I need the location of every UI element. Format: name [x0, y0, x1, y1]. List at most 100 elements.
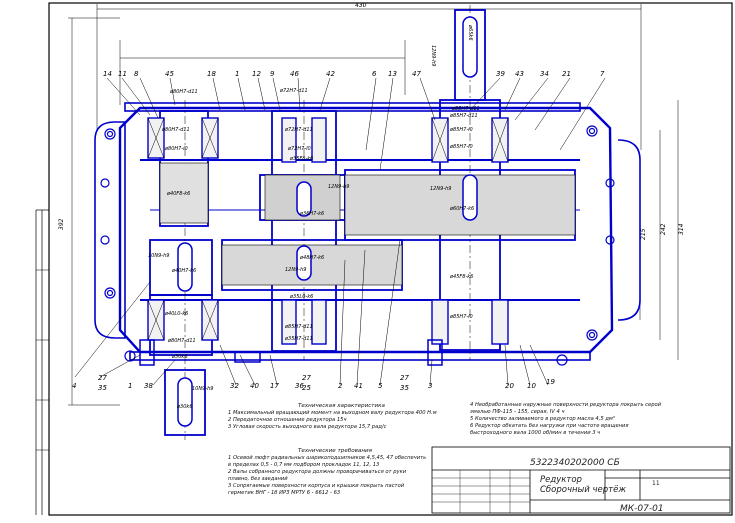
sheet-frame: [48, 2, 733, 516]
fit-label: ø80H7-d11: [161, 127, 190, 133]
fit-label: ø30k6: [176, 404, 193, 410]
fit-label: ø35H7-d11: [284, 336, 313, 342]
input-key-slot: [177, 242, 193, 292]
title-block: [431, 446, 731, 514]
fit-label: ø85H7-d11: [284, 324, 313, 330]
req-item: 2 Валы собранного редуктора должны прово…: [228, 469, 407, 475]
bearing-crosses: [147, 117, 509, 341]
fit-label: ø85H7-d11: [451, 106, 480, 112]
callout: 7: [600, 70, 605, 78]
callout: 27: [400, 374, 409, 382]
fit-label: ø60H7-k6: [449, 206, 474, 212]
sheet-number: 11: [652, 480, 660, 487]
callout: 9: [270, 70, 275, 78]
callout: 41: [354, 382, 363, 390]
drawing-title-block: Редуктор Сборочный чертёж: [540, 475, 626, 495]
fit-label: 12N9-h9: [430, 45, 436, 66]
req-item: 3 Сопрягаемые поверхности корпуса и крыш…: [228, 483, 405, 489]
fit-label: ø85H7-d11: [449, 113, 478, 119]
req-item: в пределах 0,5 - 0,7 мм подбором проклад…: [228, 462, 380, 468]
req-item: 1 Осевой люфт радиальных шарикоподшипник…: [228, 455, 427, 461]
callout: 27: [302, 374, 311, 382]
output-key-slot-2: [462, 174, 478, 221]
callout: 12: [252, 70, 261, 78]
callout: 1: [235, 70, 239, 78]
callout: 21: [562, 70, 571, 78]
callout: 20: [505, 382, 514, 390]
callout: 8: [134, 70, 139, 78]
callout: 5: [378, 382, 383, 390]
fit-label: ø65k6: [467, 24, 473, 41]
req-item: герметик ВНГ - 1б ИРЗ МРТУ 6 - 6612 - 63: [228, 490, 341, 496]
fit-label: ø40F8-k6: [166, 191, 190, 197]
input-gear-hatch: [159, 162, 209, 224]
fit-label: ø40L0-k6: [164, 311, 188, 317]
callout: 14: [103, 70, 112, 78]
req-item: 4 Необработанные наружные поверхности ре…: [470, 402, 662, 408]
callout: 18: [207, 70, 216, 78]
callout: 1: [128, 382, 132, 390]
req-item: быстроходного вала 1000 об/мин в течении…: [470, 430, 601, 436]
fit-label: ø85H7-l0: [449, 144, 473, 150]
fit-label: ø85H7-l0: [449, 127, 473, 133]
callout: 10: [527, 382, 536, 390]
callout: 46: [290, 70, 299, 78]
callouts-top: 14 11 8 45 18 1 12 9 46 42 6 13 47 39 43…: [103, 70, 605, 78]
callout: 6: [372, 70, 377, 78]
req-item: 5 Количество заливаемого в редуктор масл…: [470, 416, 615, 422]
req-item: эмалью ПФ-115 - 155, серая, IV 4 ч: [470, 409, 565, 415]
plugs: [139, 339, 443, 366]
tech-requirements: Технические требования 1 Осевой люфт рад…: [228, 448, 426, 497]
fit-label: ø80H7-d11: [167, 338, 196, 344]
intermediate-key-slot: [296, 181, 312, 217]
callout: 4: [72, 382, 76, 390]
callout: 19: [546, 378, 555, 386]
tech-item: 3 Угловая скорость выходного вала редукт…: [228, 424, 387, 430]
tech-requirements-right: 4 Необработанные наружные поверхности ре…: [470, 402, 661, 437]
tech-characteristics: Техническая характеристика 1 Максимальны…: [228, 403, 437, 431]
req-item: плавно, без заеданий: [228, 476, 288, 482]
callout: 40: [250, 382, 259, 390]
dim-h2: 314: [678, 223, 685, 235]
fit-label: ø48H7-k6: [299, 255, 324, 261]
input-key-slot-lower: [177, 377, 193, 427]
callout: 47: [412, 70, 421, 78]
dim-length: 430: [355, 2, 367, 9]
callout: 42: [326, 70, 335, 78]
fit-label: 12N9-h9: [285, 267, 306, 273]
callout: 25: [302, 384, 311, 392]
callout: 2: [338, 382, 343, 390]
fit-label: ø72H7-d11: [279, 88, 308, 94]
fit-label: ø40H7-k6: [171, 268, 196, 274]
housing-bolts: [100, 125, 615, 366]
callout: 32: [230, 382, 239, 390]
sheet-code: МК-07-01: [620, 504, 664, 514]
tech-heading: Техническая характеристика: [298, 403, 385, 409]
fit-label: ø72H7-d11: [284, 127, 313, 133]
base-plate: [129, 351, 591, 361]
fit-label: ø85H7-l0: [449, 314, 473, 320]
fit-label: ø35L0-k6: [289, 294, 313, 300]
dim-h3: 242: [660, 223, 667, 235]
callout: 13: [388, 70, 397, 78]
output-gear-hatch: [344, 174, 576, 236]
cover-plate: [124, 102, 581, 112]
drawing-title: Редуктор: [540, 475, 582, 485]
callouts-bottom: 4 27 35 1 38 32 40 17 36 27 25 2 41 5 27…: [72, 374, 555, 392]
callout: 35: [400, 384, 409, 392]
callout: 35: [98, 384, 107, 392]
fit-label: ø36H7-k6: [299, 211, 324, 217]
callout: 17: [270, 382, 279, 390]
fit-label: ø80H7-d11: [169, 89, 198, 95]
tech-item: 2 Передаточное отношение редуктора 15ч: [228, 417, 347, 423]
fit-label: ø35F8-k6: [289, 156, 313, 162]
callout: 38: [144, 382, 153, 390]
callout: 43: [515, 70, 524, 78]
tech-item: 1 Максимальный вращающий момент на выход…: [228, 410, 437, 416]
fit-label: 12N9-h9: [430, 186, 451, 192]
output-key-slot: [462, 16, 478, 78]
dim-h4: 215: [640, 228, 647, 240]
fit-label: ø80H7-l0: [164, 146, 188, 152]
intermediate-key-slot-2: [296, 245, 312, 281]
